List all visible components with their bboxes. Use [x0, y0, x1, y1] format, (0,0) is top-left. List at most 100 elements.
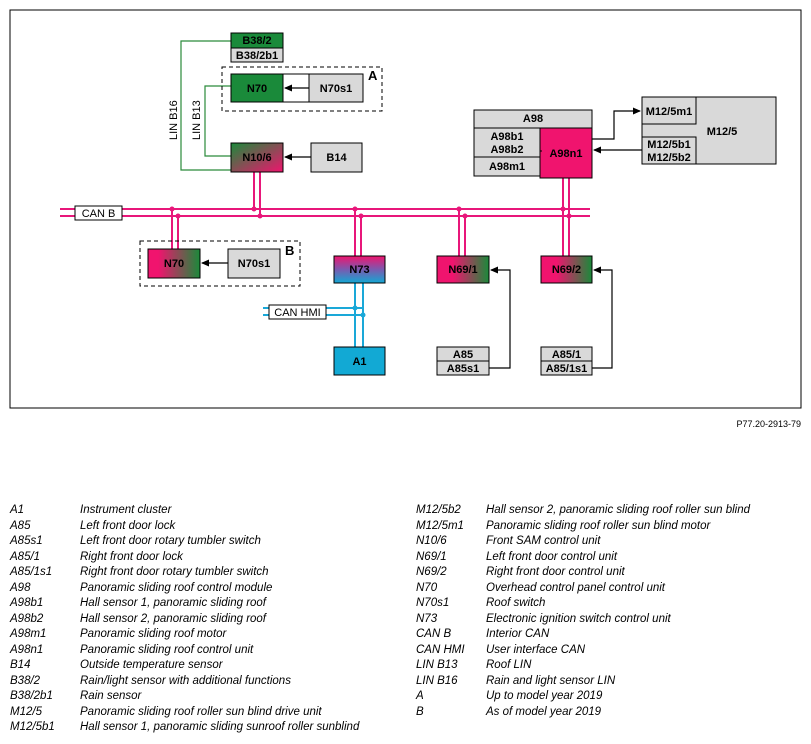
legend-code: CAN HMI	[416, 643, 465, 656]
legend-row: M12/5 Panoramic sliding roof roller sun b…	[10, 705, 359, 721]
a85-1s1-to-n69-2-arrow	[592, 266, 613, 369]
legend-code: A98b1	[10, 597, 44, 609]
legend-description: Front SAM control unit	[486, 535, 601, 547]
can-b-label-text: CAN B	[82, 208, 116, 220]
legend-code: B14	[10, 659, 31, 671]
can-hmi-junctions	[352, 305, 366, 318]
component-n69-2: N69/2	[540, 255, 593, 284]
b38-2-label: B38/2	[242, 35, 271, 47]
component-a98: A98 A98b1 A98b2 A98m1 A98n1	[473, 109, 593, 179]
lin-b16-line	[180, 40, 231, 171]
can-b-label: CAN B	[74, 205, 123, 221]
legend-code: M12/5b1	[10, 721, 55, 733]
legend-description: Right front door lock	[80, 550, 183, 563]
legend-description: Panoramic sliding roof roller sun blind …	[486, 519, 711, 532]
a98m1-label: A98m1	[489, 161, 525, 173]
can-b-junctions	[169, 206, 572, 219]
legend-description: Hall sensor 1, panoramic sliding roof	[80, 597, 267, 609]
legend-description: Hall sensor 2, panoramic sliding roof	[80, 612, 267, 625]
legend-code: CAN B	[416, 628, 452, 640]
component-b14: B14	[310, 142, 363, 173]
legend-row: A Up to model year 2019	[416, 689, 750, 705]
group-b-label: B	[285, 243, 294, 258]
a98b1-label: A98b1	[490, 131, 523, 143]
lin-b16-label: LIN B16	[168, 100, 180, 140]
legend-code: M12/5m1	[416, 519, 464, 532]
legend-description: Left front door control unit	[486, 550, 618, 563]
legend-row: A98b1 Hall sensor 1, panoramic sliding ro…	[10, 596, 359, 612]
legend-description: User interface CAN	[486, 643, 586, 656]
m12-5b1-label: M12/5b1	[647, 139, 690, 151]
legend-code: B38/2	[10, 674, 41, 687]
n70s1-b-label: N70s1	[238, 258, 270, 270]
lin-b13-label: LIN B13	[191, 100, 203, 140]
legend-row: M12/5m1 Panoramic sliding roof roller sun…	[416, 519, 750, 535]
a85s1-label: A85s1	[447, 363, 479, 375]
legend-description: Interior CAN	[486, 628, 550, 640]
network-diagram: CAN B CAN HMI LIN B16 LIN B13 B38/2 B38/…	[9, 9, 802, 409]
can-b-bus	[60, 172, 590, 256]
m12-5-label: M12/5	[707, 126, 738, 138]
lin-b13-line	[204, 85, 231, 157]
a98n1-label: A98n1	[549, 148, 582, 160]
component-b38-2: B38/2 B38/2b1	[230, 32, 284, 63]
legend-code: B	[416, 705, 424, 718]
can-hmi-label: CAN HMI	[268, 304, 327, 320]
n70s1-a-label: N70s1	[320, 83, 352, 95]
legend-row: CAN HMI User interface CAN	[416, 643, 750, 659]
legend-code: A85	[10, 519, 31, 532]
legend-description: Panoramic sliding roof control module	[80, 581, 273, 594]
legend-row: B38/2 Rain/light sensor with additional f…	[10, 674, 359, 690]
legend-description: Up to model year 2019	[486, 690, 603, 702]
legend-description: Electronic ignition switch control unit	[486, 612, 671, 625]
n69-2-label: N69/2	[552, 264, 581, 276]
legend-description: Hall sensor 2, panoramic sliding roof ro…	[486, 504, 750, 516]
legend-code: N69/1	[416, 550, 447, 563]
legend-description: Left front door lock	[80, 519, 176, 532]
legend-row: N69/1 Left front door control unit	[416, 550, 750, 566]
legend-code: LIN B16	[416, 674, 458, 687]
a98n1-to-m12-5m1-arrow	[592, 107, 641, 140]
legend-description: Roof LIN	[486, 659, 532, 671]
legend-description: Panoramic sliding roof control unit	[80, 643, 254, 656]
legend-code: A98n1	[10, 643, 44, 656]
legend-code: M12/5	[10, 705, 42, 718]
legend-description: Left front door rotary tumbler switch	[80, 535, 261, 547]
legend-code: A85/1s1	[10, 566, 53, 578]
a1-label: A1	[352, 356, 366, 368]
legend-row: A98n1 Panoramic sliding roof control unit	[10, 643, 359, 659]
a85-1s1-label: A85/1s1	[546, 363, 588, 375]
group-b: B N70 N70s1	[139, 240, 301, 287]
legend-code: A	[416, 690, 424, 702]
legend-description: As of model year 2019	[486, 705, 602, 718]
legend-code: A98b2	[10, 612, 44, 625]
m12-5b2-label: M12/5b2	[647, 152, 690, 164]
legend-code: N10/6	[416, 535, 447, 547]
legend-description: Instrument cluster	[80, 504, 172, 516]
component-n69-1: N69/1	[436, 255, 490, 284]
group-a-label: A	[368, 68, 378, 83]
m12-5m1-label: M12/5m1	[646, 106, 692, 118]
a85s1-to-n69-1-arrow	[489, 266, 511, 369]
legend-description: Rain/light sensor with additional functi…	[80, 674, 291, 687]
component-n10-6: N10/6	[230, 142, 284, 173]
legend-description: Right front door control unit	[486, 566, 625, 578]
a98-label: A98	[523, 113, 543, 125]
legend-code: N70	[416, 581, 438, 594]
a98b2-label: A98b2	[490, 144, 523, 156]
legend-row: CAN B Interior CAN	[416, 627, 750, 643]
legend-description: Panoramic sliding roof motor	[80, 628, 227, 640]
legend-row: A85 Left front door lock	[10, 519, 359, 535]
legend-description: Panoramic sliding roof roller sun blind …	[80, 705, 322, 718]
